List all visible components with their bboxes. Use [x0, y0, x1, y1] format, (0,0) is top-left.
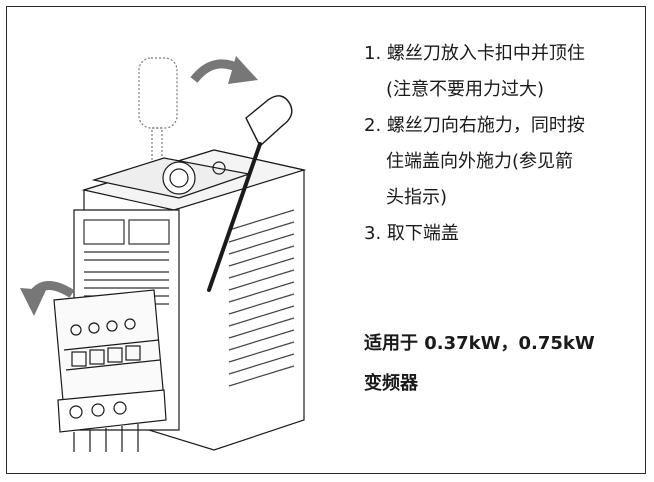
applies-note: 适用于 0.37kW，0.75kW 变频器 [364, 324, 634, 404]
step-2-line-3: 头指示) [386, 187, 448, 208]
curved-arrow-icon [190, 56, 258, 84]
curved-arrow-icon [20, 281, 75, 316]
inverter-illustration [20, 56, 307, 452]
instructions-list: 1. 螺丝刀放入卡扣中并顶住 (注意不要用力过大) 2. 螺丝刀向右施力，同时按… [364, 36, 634, 252]
step-2-line-2: 住端盖向外施力(参见箭 [386, 151, 574, 172]
screwdriver-icon [207, 95, 293, 292]
step-1-line-1: 1. 螺丝刀放入卡扣中并顶住 [364, 43, 585, 64]
terminal-cover [53, 289, 165, 413]
step-1-line-2: (注意不要用力过大) [386, 79, 545, 100]
step-3-line-1: 3. 取下端盖 [364, 223, 459, 244]
applies-line-2: 变频器 [364, 373, 418, 394]
applies-line-1: 适用于 0.37kW，0.75kW [364, 333, 595, 354]
step-2-line-1: 2. 螺丝刀向右施力，同时按 [364, 115, 585, 136]
bottom-terminals [57, 389, 167, 452]
side-vents [228, 209, 295, 387]
